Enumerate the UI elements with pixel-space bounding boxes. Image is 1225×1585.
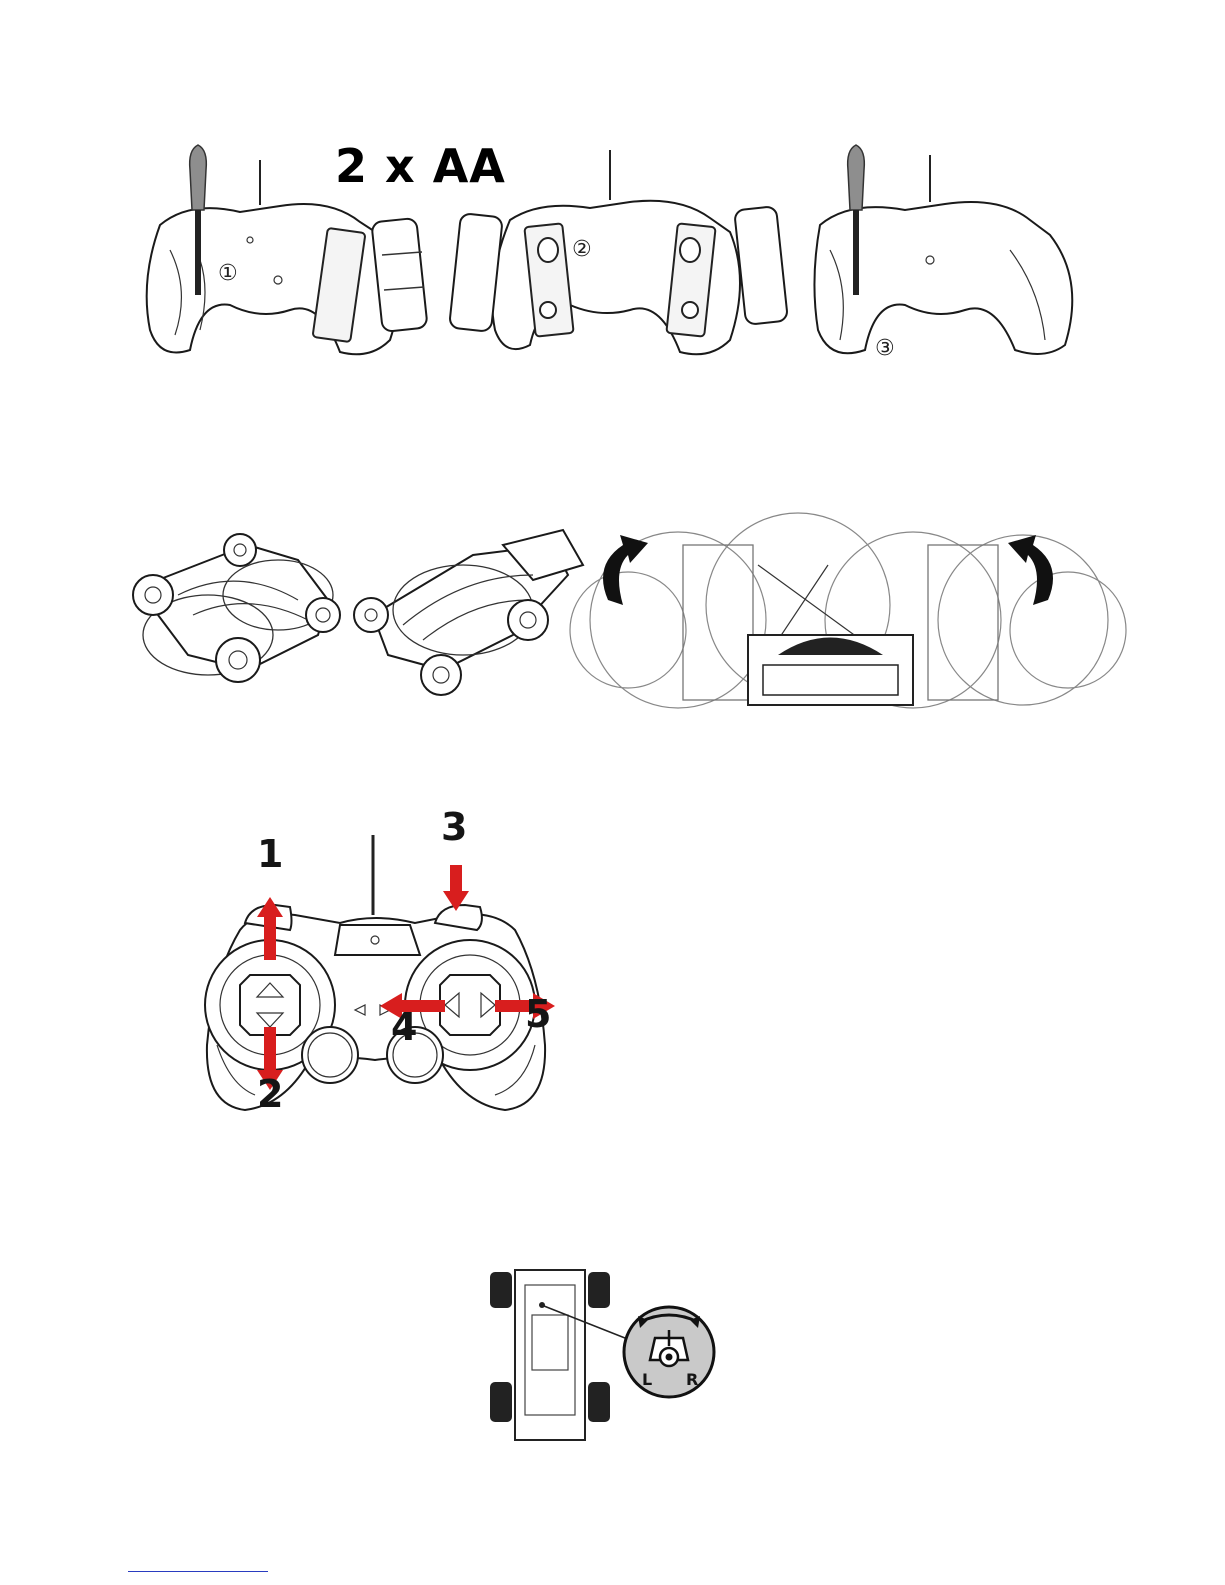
controller-back-closed [814, 145, 1072, 354]
callout-4: 4 [391, 1005, 417, 1049]
steering-trim-illustration: L R [480, 1260, 730, 1450]
flip-arrow-left [603, 535, 648, 605]
car-flip-sequence [570, 513, 1126, 708]
battery-count-label: 2 x AA [335, 139, 506, 193]
footer-rule [128, 1571, 268, 1572]
car-stunt-illustration [128, 505, 1078, 715]
car-drawing-1 [133, 534, 340, 682]
controller-functions-diagram: 1 2 3 4 5 [195, 805, 575, 1135]
step-1-marker: ① [218, 261, 238, 286]
callout-5: 5 [525, 992, 551, 1036]
flip-arrow-right [1008, 535, 1053, 605]
step-2-marker: ② [572, 237, 592, 262]
trim-left-label: L [642, 1370, 652, 1389]
callout-3: 3 [441, 805, 467, 849]
trim-right-label: R [686, 1370, 698, 1389]
callout-2: 2 [257, 1072, 283, 1116]
battery-installation-illustration: 2 x AA ② ① ③ [130, 140, 1090, 380]
car-drawing-2 [354, 530, 583, 695]
callout-1: 1 [257, 832, 283, 876]
step-3-marker: ③ [875, 336, 895, 361]
